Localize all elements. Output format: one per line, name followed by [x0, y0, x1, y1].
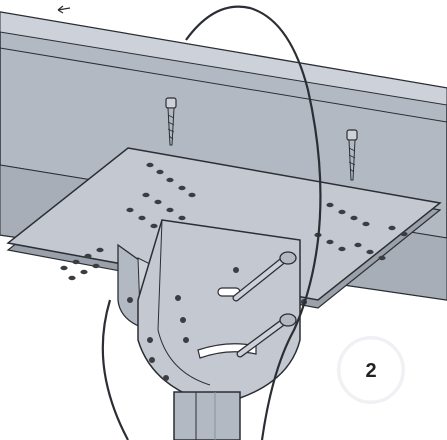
plate-hole — [354, 242, 362, 248]
plate-hole — [156, 169, 164, 175]
plate-hole — [92, 263, 100, 269]
plate-hole — [362, 221, 370, 227]
plate-hole — [378, 255, 386, 261]
plate-hole — [326, 202, 334, 208]
step-number: 2 — [365, 360, 376, 382]
plate-hole — [366, 249, 374, 255]
plate-hole — [338, 209, 346, 215]
plate-hole — [400, 231, 408, 237]
swivel-plate — [137, 219, 301, 399]
plate-hole — [138, 215, 146, 221]
plate-hole — [154, 199, 162, 205]
plate-hole — [178, 185, 186, 191]
plate-hole — [350, 215, 358, 221]
bolt — [236, 313, 297, 358]
plate-hole — [68, 275, 76, 281]
step-number-badge: 2 — [337, 336, 405, 404]
mounting-plate — [6, 147, 442, 309]
plate-hole — [178, 215, 186, 221]
plate-hole — [84, 253, 92, 259]
plate-hole — [60, 265, 68, 271]
plate-hole — [166, 177, 174, 183]
plate-hole — [142, 192, 150, 198]
plate-hole — [326, 239, 334, 245]
plate-hole — [126, 207, 134, 213]
plate-hole — [80, 269, 88, 275]
plate-holes — [60, 162, 408, 281]
wood-screw — [165, 97, 177, 146]
arrow-mark-icon — [57, 5, 71, 14]
plate-hole — [150, 223, 158, 229]
wood-screw — [346, 129, 358, 181]
plate-hole — [146, 162, 154, 168]
plate-hole — [188, 192, 196, 198]
power-cord — [101, 5, 322, 440]
plate-hole — [72, 259, 80, 265]
plate-hole — [96, 247, 104, 253]
plate-hole — [338, 246, 346, 252]
pole — [173, 391, 241, 440]
bolt — [232, 251, 297, 302]
plate-hole — [166, 207, 174, 213]
plate-hole — [388, 225, 396, 231]
